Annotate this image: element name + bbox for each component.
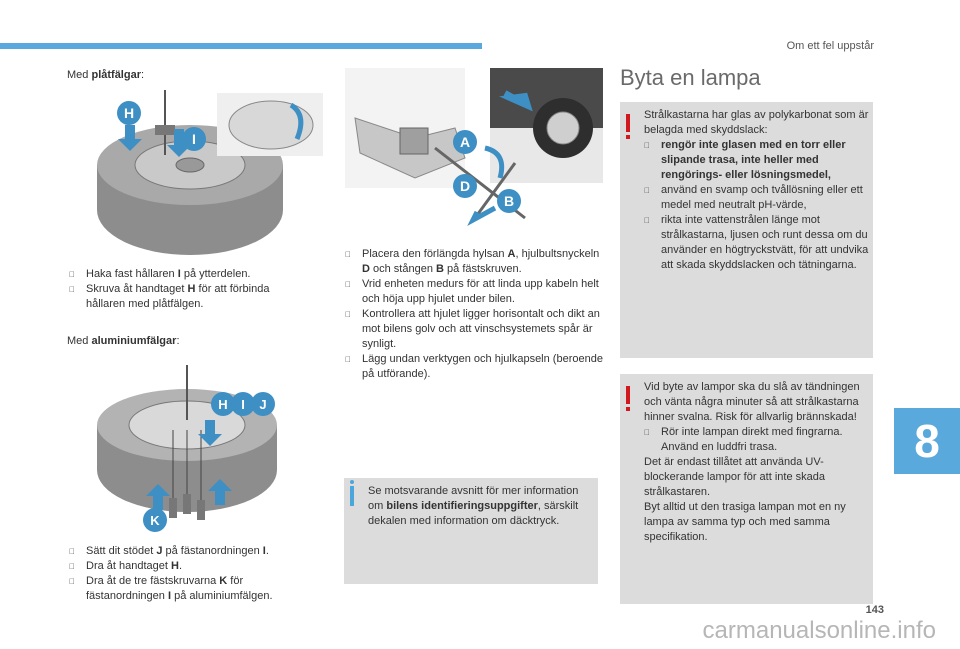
section-header: Om ett fel uppstår — [786, 40, 874, 52]
list-item: rikta inte vattenstrålen länge mot strål… — [644, 213, 869, 271]
list-item: Lägg undan verktygen och hjulkapseln (be… — [345, 352, 603, 380]
figure-label-a: A — [460, 134, 470, 150]
figure-label-d: D — [460, 178, 470, 194]
page-number: 143 — [865, 604, 884, 616]
info-icon — [350, 480, 354, 506]
figure-label-h: H — [218, 397, 227, 412]
aluminium-rim-illustration: H I J K — [97, 365, 277, 532]
header-accent-bar — [0, 43, 482, 49]
figure-label-h: H — [124, 105, 134, 121]
figure-label-i: I — [241, 397, 245, 412]
warning-intro: Strålkastarna har glas av polykarbonat s… — [644, 109, 869, 136]
list-item: Sätt dit stödet J på fästanordningen I. — [69, 544, 269, 559]
warning-items: rengör inte glasen med en torr eller sli… — [644, 138, 869, 273]
list-item: Placera den förlängda hylsan A, hjulbult… — [345, 247, 600, 275]
list-item: Dra åt handtaget H. — [69, 559, 183, 574]
steel-rims-intro: Med plåtfälgar: — [67, 69, 145, 81]
aluminium-rims-steps: Sätt dit stödet J på fästanordningen I. … — [69, 544, 309, 604]
warning-icon — [626, 114, 630, 139]
warning-text: Strålkastarna har glas av polykarbonat s… — [644, 108, 869, 273]
warning-paragraph: Vid byte av lampor ska du slå av tändnin… — [644, 381, 860, 423]
warning-icon — [626, 386, 630, 411]
figure-label-i: I — [192, 131, 196, 147]
steel-rim-illustration: H I — [97, 90, 323, 255]
figure-label-b: B — [504, 193, 514, 209]
figure-label-j: J — [259, 397, 266, 412]
list-item: Skruva åt handtaget H för att förbinda h… — [69, 282, 270, 310]
warning-paragraph: Byt alltid ut den trasiga lampan mot en … — [644, 501, 846, 543]
warning-note-bulb-change: Vid byte av lampor ska du slå av tändnin… — [620, 374, 873, 604]
section-title: Byta en lampa — [620, 65, 761, 90]
info-note-text: Se motsvarande avsnitt för mer informati… — [368, 485, 579, 527]
list-item: Kontrollera att hjulet ligger horisontal… — [345, 307, 600, 350]
steel-rims-steps: Haka fast hållaren I på ytterdelen. Skru… — [69, 267, 304, 312]
figure-label-k: K — [150, 513, 160, 528]
warning-items: Rör inte lampan direkt med fingrarna. An… — [644, 425, 869, 455]
list-item: Vrid enheten medurs för att linda upp ka… — [345, 277, 599, 305]
list-item: Rör inte lampan direkt med fingrarna. An… — [644, 425, 843, 453]
list-item: rengör inte glasen med en torr eller sli… — [644, 138, 846, 181]
info-note: Se motsvarande avsnitt för mer informati… — [344, 478, 598, 584]
watermark: carmanualsonline.info — [702, 617, 936, 644]
warning-note-headlamp-glass: Strålkastarna har glas av polykarbonat s… — [620, 102, 873, 358]
list-item: använd en svamp och tvållösning eller et… — [644, 183, 863, 211]
warning-text: Vid byte av lampor ska du slå av tändnin… — [644, 380, 869, 545]
list-item: Haka fast hållaren I på ytterdelen. — [69, 267, 251, 282]
winch-steps: Placera den förlängda hylsan A, hjulbult… — [345, 247, 603, 382]
aluminium-rims-intro: Med aluminiumfälgar: — [67, 335, 180, 347]
warning-paragraph: Det är endast tillåtet att använda UV-bl… — [644, 456, 825, 498]
winch-tool-illustration: A D B — [345, 68, 603, 227]
list-item: Dra åt de tre fästskruvarna K för fästan… — [69, 574, 273, 602]
chapter-tab: 8 — [894, 408, 960, 474]
